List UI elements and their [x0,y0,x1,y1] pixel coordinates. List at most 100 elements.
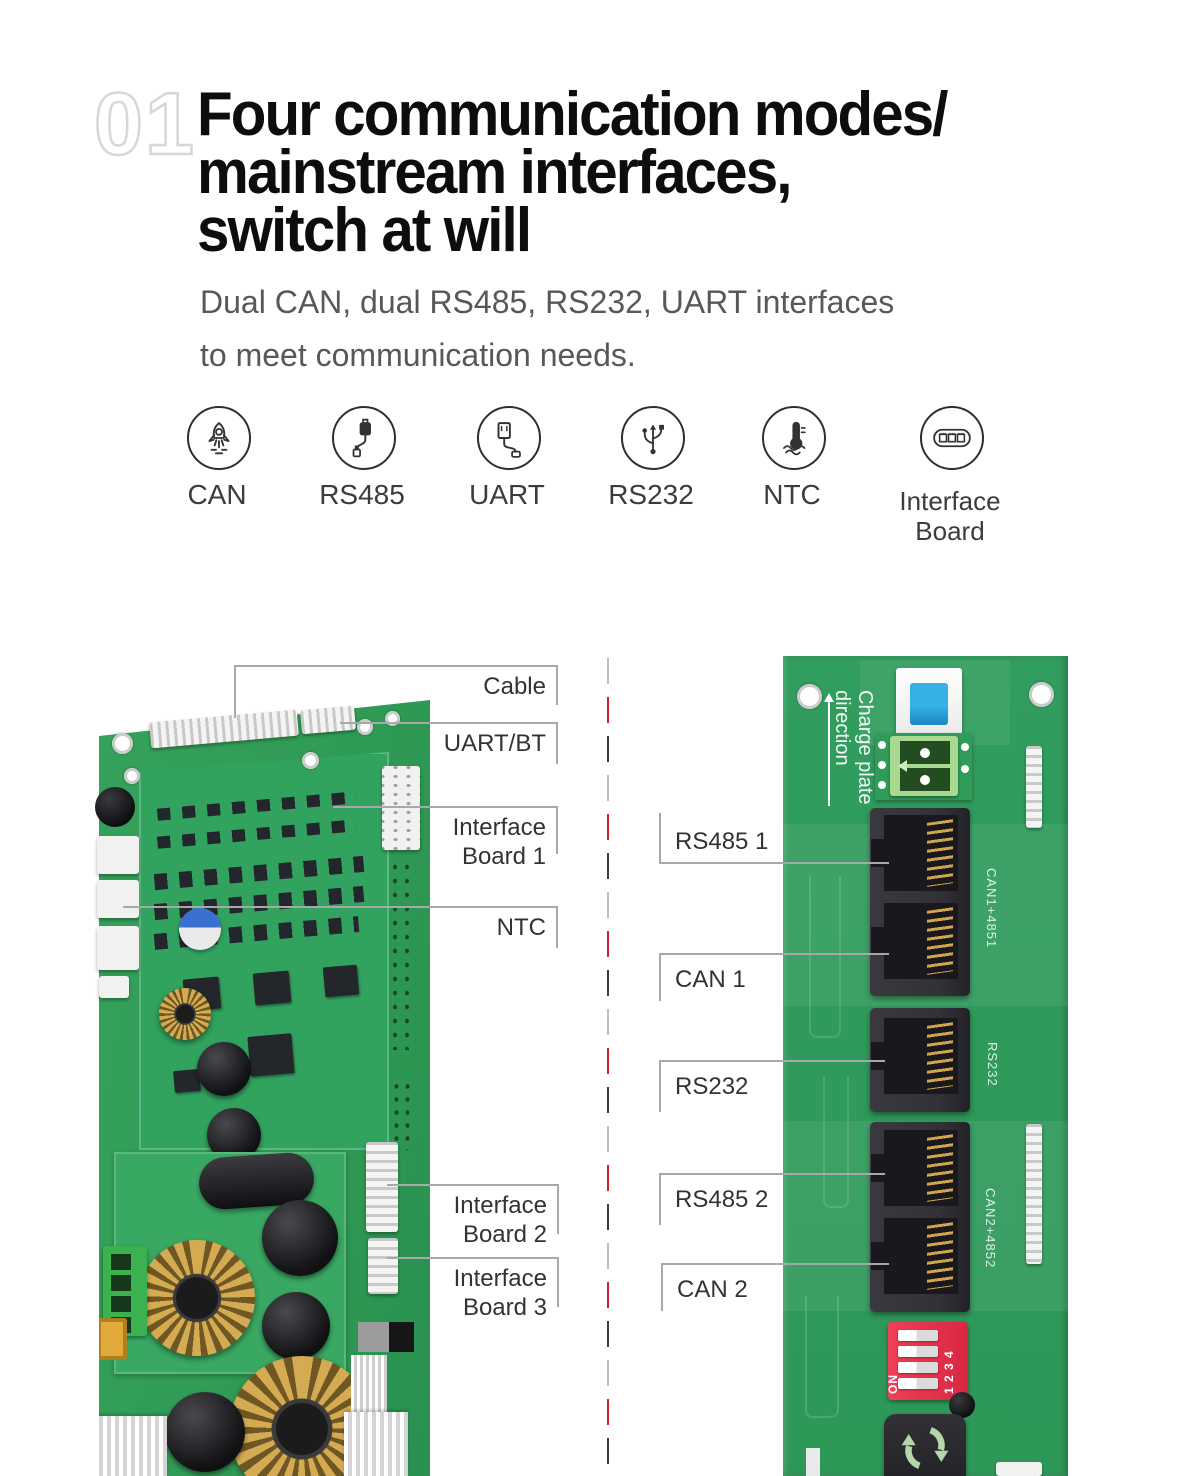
black-knob [949,1392,975,1418]
title-line-1: Four communication modes/ [197,80,948,149]
callout-ntc-label: NTC [496,914,546,941]
callout-can-1-label: CAN 1 [675,966,746,993]
large-capacitor [165,1392,245,1472]
callout-cable-label: Cable [483,673,546,700]
busbar [344,1412,408,1476]
callout-ntc: NTC [123,906,558,948]
callout-cable-drop-line [234,665,236,718]
rj45-port-can-2 [871,1218,958,1294]
mounting-hole [797,684,822,709]
charge-direction-label: Charge plate direction [830,690,876,805]
feature-rs232-label: RS232 [608,479,694,510]
thermometer-icon [762,406,826,470]
swap-module [884,1414,966,1476]
side-connector [99,976,129,998]
callout-rs232: RS232 [659,1060,885,1112]
ic-chip [322,964,360,998]
rj45-rs232 [870,1008,970,1112]
ic-chip [252,970,292,1006]
dip-switch-2 [898,1362,938,1373]
usb-symbol-icon [621,406,685,470]
side-connector [97,880,139,918]
terminal-screw [920,748,930,758]
feature-rs232: RS232 [608,406,694,510]
via-dots [391,1080,413,1150]
terminal-well [900,768,950,791]
section-divider [607,658,609,1476]
interface-board-1-connector [382,766,420,850]
interface-ports-icon [920,406,984,470]
arrow-mark [892,760,907,772]
pcb-trace [823,1076,849,1208]
pin-header [1026,1124,1042,1264]
power-inductor [139,1240,255,1356]
side-connector [97,836,139,874]
page-title: Four communication modes/ mainstream int… [197,80,994,262]
feature-ntc: NTC [762,406,826,510]
section-number: 01 [93,74,196,173]
pin-header [1026,746,1042,828]
callout-can-2-label: CAN 2 [677,1276,748,1303]
silkscreen-part [806,1448,820,1476]
dip-switch-4 [898,1330,938,1341]
mounting-hole [112,733,133,754]
subtitle-line-2: to meet communication needs. [200,337,636,373]
terminal-slot [111,1296,131,1312]
terminal-slot [111,1275,131,1291]
callout-cable: Cable [234,665,558,705]
usb-cable-icon [477,406,541,470]
callout-rs485-1-label: RS485 1 [675,828,769,855]
charge-direction-arrow [824,693,834,806]
gray-connector [358,1322,414,1352]
feature-interface-board: Interface Board [899,406,1001,546]
silkscreen-dot [961,743,969,751]
buzzer [95,787,135,827]
feature-can-label: CAN [187,479,247,510]
adapter-cable-icon [332,406,396,470]
dip-switch-1 [898,1378,938,1389]
silkscreen-dot [878,761,886,769]
recycle-arrows-icon [901,1427,949,1469]
terminal-well [900,741,950,764]
rj45-port-rs232 [871,1018,958,1094]
via-dots [389,860,413,1050]
rj45-port-rs485-1 [871,815,958,891]
dip-switch-3 [898,1346,938,1357]
interface-board-3-connector [368,1238,398,1294]
port-group-label-rs232: RS232 [985,1042,1000,1087]
callout-interface-board-3: Interface Board 3 [387,1257,559,1321]
feature-can: CAN [187,406,251,510]
dip-switch: 1 2 3 4 ON [886,1322,968,1400]
charge-direction-line-2: direction [831,690,853,766]
feature-uart: UART [469,406,545,510]
title-line-2: mainstream interfaces, [197,138,792,207]
callout-rs485-1: RS485 1 [659,813,889,864]
rj45-port-rs485-2 [871,1130,958,1206]
callout-can-1: CAN 1 [659,953,889,1001]
bms-board-photo [99,700,430,1476]
silkscreen-dot [878,781,886,789]
rj45-stack-can2-4852 [870,1122,970,1312]
feature-rs485: RS485 [319,406,405,510]
tact-switch-body [896,668,962,741]
interface-board-photo: 1 2 3 4 ON Charge plate direction CAN1+4… [783,656,1068,1476]
port-group-label-can1-4851: CAN1+4851 [984,868,999,949]
capacitor [197,1042,251,1096]
callout-interface-board-1-label: Interface Board 1 [452,814,546,870]
busbar [351,1355,387,1417]
rj45-stack-can1-4851 [870,808,970,996]
yellow-connector [99,1318,127,1360]
feature-ntc-label: NTC [763,479,821,510]
terminal-slot [111,1254,131,1270]
rj45-port-can-1 [871,903,958,979]
callout-interface-board-2-label: Interface Board 2 [453,1192,547,1248]
feature-rs485-label: RS485 [319,479,405,510]
bottom-connector [996,1462,1042,1476]
feature-uart-label: UART [469,479,545,510]
charge-direction-line-1: Charge plate [854,690,876,805]
rocket-icon [187,406,251,470]
interface-board-2-connector [366,1142,398,1232]
large-capacitor [262,1292,330,1360]
screw [124,768,140,784]
feature-interface-board-label: Interface Board [899,486,1001,546]
